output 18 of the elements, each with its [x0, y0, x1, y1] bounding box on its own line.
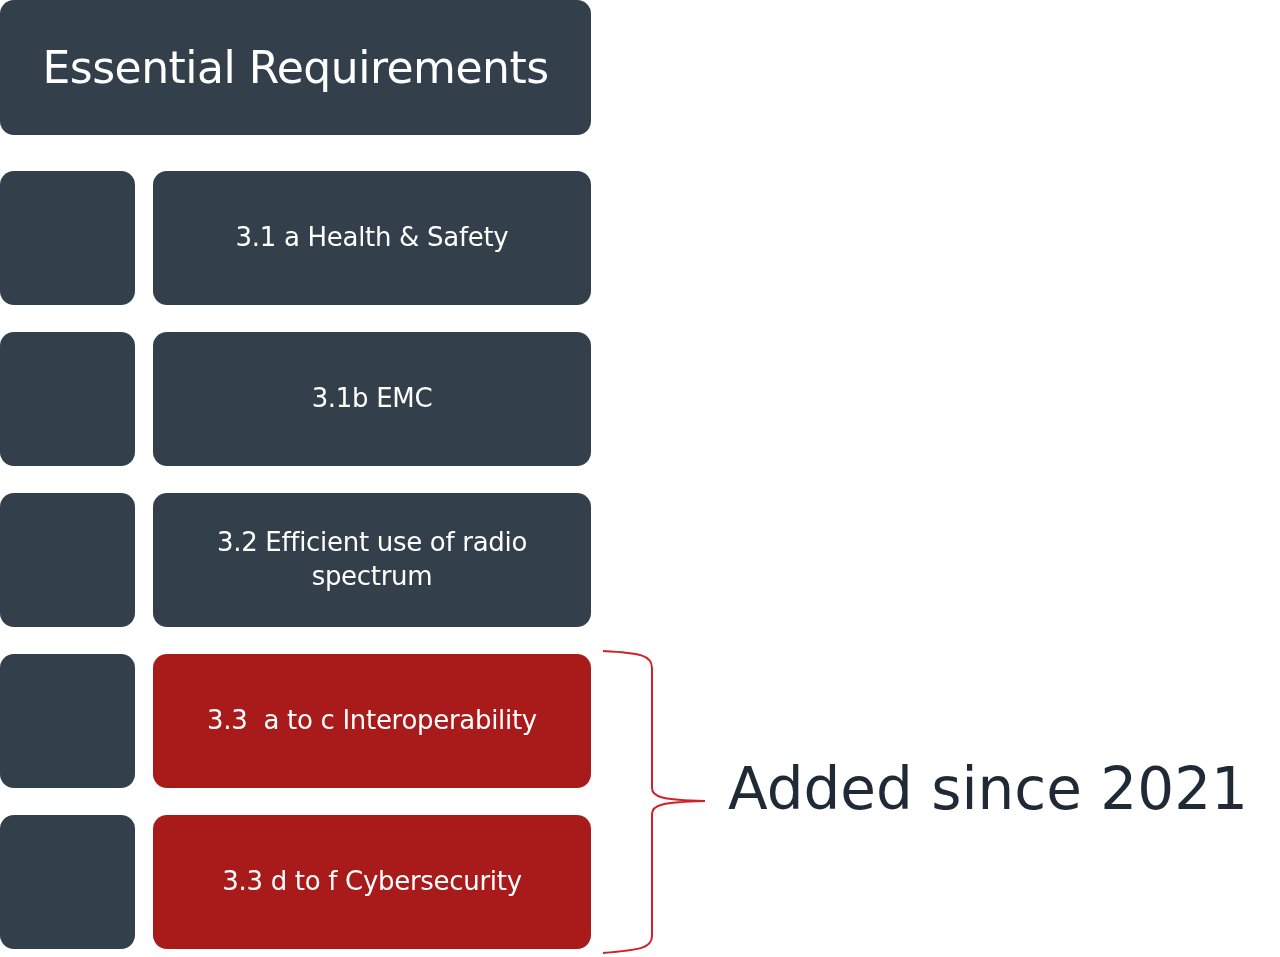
bracket-note: Added since 2021: [728, 754, 1248, 825]
blank-square: [0, 332, 135, 466]
requirement-box: [153, 171, 591, 305]
requirement-box: [153, 493, 591, 627]
blank-square: [0, 815, 135, 949]
requirement-label: 3.3 d to f Cybersecurity: [222, 865, 522, 899]
requirement-box: [153, 815, 591, 949]
blank-square: [0, 171, 135, 305]
heading-banner: [0, 0, 591, 135]
requirement-label: 3.1 a Health & Safety: [235, 221, 509, 255]
requirement-label: 3.3 a to c Interoperability: [207, 704, 537, 738]
requirement-label: 3.2 Efficient use of radio spectrum: [215, 526, 529, 593]
blank-square: [0, 654, 135, 788]
blank-square: [0, 493, 135, 627]
heading-text: Essential Requirements: [42, 40, 549, 95]
requirement-box: [153, 332, 591, 466]
requirement-box: [153, 654, 591, 788]
requirement-label: 3.1b EMC: [311, 382, 433, 416]
